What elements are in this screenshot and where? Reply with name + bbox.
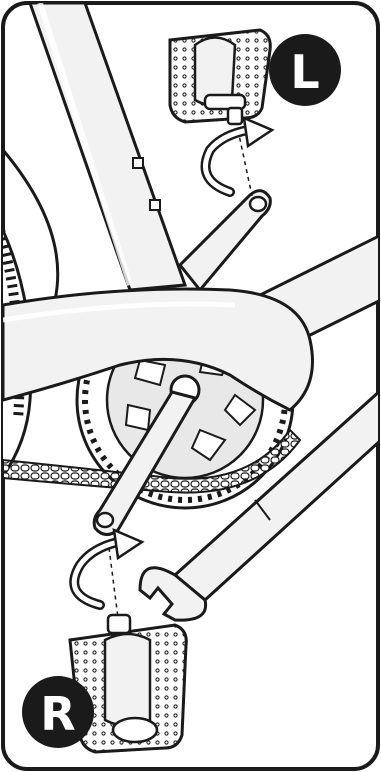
left-pedal-badge: L xyxy=(269,34,341,106)
rear-frame-curve xyxy=(3,149,60,301)
right-pedal xyxy=(68,613,188,754)
right-pedal-badge: R xyxy=(22,676,94,748)
left-badge-label: L xyxy=(290,45,319,99)
rotate-arrow-icon xyxy=(200,115,275,197)
chain-guard xyxy=(3,287,314,412)
left-crank-arm xyxy=(177,189,272,293)
wrench-head xyxy=(138,566,208,622)
left-pedal xyxy=(168,28,272,126)
rotate-arrow-icon xyxy=(69,527,145,610)
seat-tube xyxy=(27,3,188,292)
right-badge-label: R xyxy=(40,687,75,741)
